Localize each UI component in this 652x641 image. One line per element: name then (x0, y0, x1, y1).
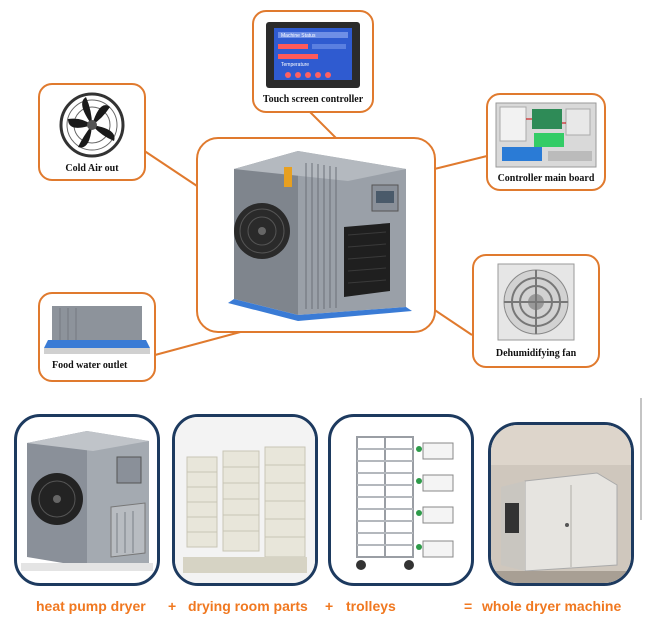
whole-dryer-photo (491, 425, 631, 583)
panel-heat-pump-dryer (14, 414, 160, 586)
dehumidifying-fan-icon (497, 263, 575, 341)
drying-room-parts-photo (175, 417, 315, 583)
equation-whole-dryer-machine: whole dryer machine (482, 598, 622, 614)
equation-equals: = (464, 598, 473, 614)
equation-trolleys: trolleys (346, 598, 396, 614)
callout-touch-screen: Machine Status Temperature Touch screen … (252, 10, 374, 113)
panel-trolleys (328, 414, 474, 586)
touch-screen-image: Machine Status Temperature (266, 22, 360, 88)
screen-row-2: Temperature (281, 62, 309, 68)
water-outlet-image (44, 306, 150, 354)
screen-row-1: Machine Status (281, 33, 316, 39)
callout-cold-air: Cold Air out (38, 83, 146, 181)
heat-pump-dryer-photo (21, 431, 153, 571)
callout-controller-board: Controller main board (486, 93, 606, 191)
equation-plus-2: + (325, 598, 334, 614)
caption-controller-board: Controller main board (497, 173, 595, 184)
controller-board-image (495, 102, 597, 168)
callout-food-water: Food water outlet (38, 292, 156, 382)
panel-drying-room-parts (172, 414, 318, 586)
callout-dehumidifying-fan: Dehumidifying fan (472, 254, 600, 368)
heat-pump-dryer-image (228, 151, 412, 321)
equation-heat-pump-dryer: heat pump dryer (36, 598, 146, 614)
caption-cold-air: Cold Air out (65, 163, 119, 174)
caption-touch-screen: Touch screen controller (262, 94, 364, 105)
callout-main-machine (196, 137, 436, 333)
trolley-photo (356, 436, 454, 570)
caption-dehumidifying-fan: Dehumidifying fan (495, 348, 577, 359)
panel-whole-dryer-machine (488, 422, 634, 586)
caption-food-water: Food water outlet (52, 360, 128, 371)
equation-plus-1: + (168, 598, 177, 614)
equation-drying-room-parts: drying room parts (188, 598, 308, 614)
fan-icon (59, 92, 125, 158)
